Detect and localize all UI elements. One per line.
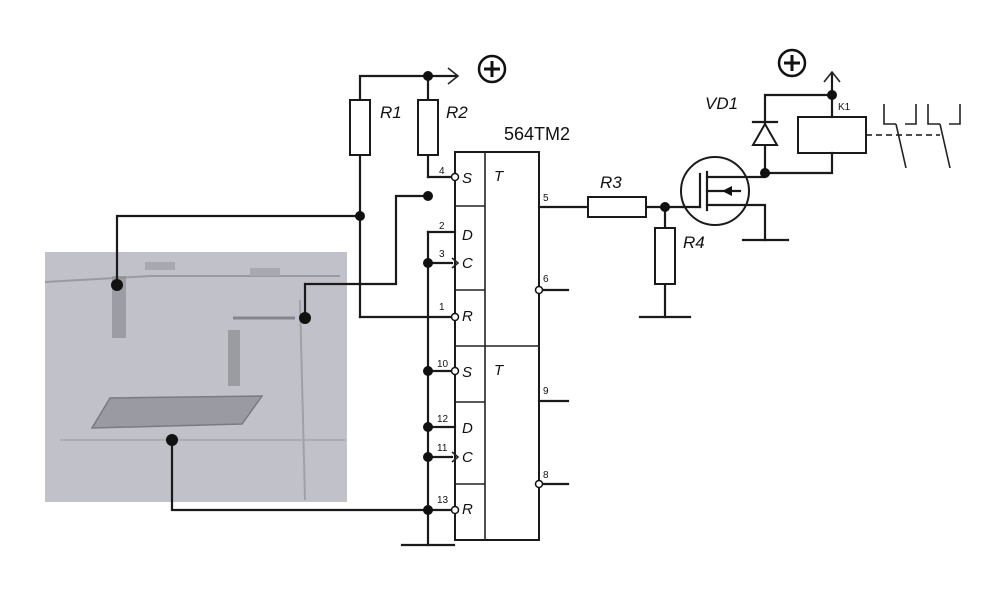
pin-name-d2: D <box>462 420 473 437</box>
pin-number-3: 3 <box>439 249 445 260</box>
relay-k1: K1 <box>763 70 961 175</box>
resistor-r2: R2 <box>417 99 468 156</box>
r4-label: R4 <box>683 233 705 252</box>
resistor-r1: R1 <box>349 99 402 156</box>
pin-number-4: 4 <box>439 166 445 177</box>
r2-label: R2 <box>446 103 468 122</box>
pin-number-5: 5 <box>543 193 549 204</box>
pin-number-9: 9 <box>543 386 549 397</box>
vd1-label: VD1 <box>705 94 738 113</box>
pin-name-s1: S <box>462 170 472 187</box>
flipflop2-label: T <box>494 362 505 379</box>
power-symbol-right <box>777 48 807 78</box>
junction-dots <box>111 71 837 515</box>
pin-number-12: 12 <box>437 414 449 425</box>
pin-number-8: 8 <box>543 470 549 481</box>
r1-label: R1 <box>380 103 402 122</box>
pin-number-10: 10 <box>437 359 449 370</box>
mosfet-transistor <box>680 156 790 242</box>
pin-name-c1: C <box>462 255 473 272</box>
wiring <box>115 67 692 547</box>
pin-name-d1: D <box>462 227 473 244</box>
chip-name: 564TM2 <box>504 124 570 144</box>
pin-number-1: 1 <box>439 302 445 313</box>
pin-number-13: 13 <box>437 495 449 506</box>
power-symbol-left <box>477 54 507 84</box>
diode-vd1: VD1 <box>705 93 834 175</box>
pin-name-r2: R <box>462 501 473 518</box>
resistor-r3: R3 <box>587 173 647 218</box>
pin-number-11: 11 <box>437 443 448 454</box>
r3-label: R3 <box>600 173 622 192</box>
pin-name-c2: C <box>462 449 473 466</box>
pin-name-s2: S <box>462 364 472 381</box>
k1-label: K1 <box>838 102 851 113</box>
chip-564tm2: 564TM2 T T S D C R S D C R 4 2 3 1 5 6 1… <box>437 124 570 541</box>
pin-name-r1: R <box>462 308 473 325</box>
resistor-r4: R4 <box>654 227 705 285</box>
flipflop1-label: T <box>494 168 505 185</box>
sensor-photo <box>44 252 347 502</box>
pin-number-6: 6 <box>543 274 549 285</box>
pin-number-2: 2 <box>439 221 445 232</box>
